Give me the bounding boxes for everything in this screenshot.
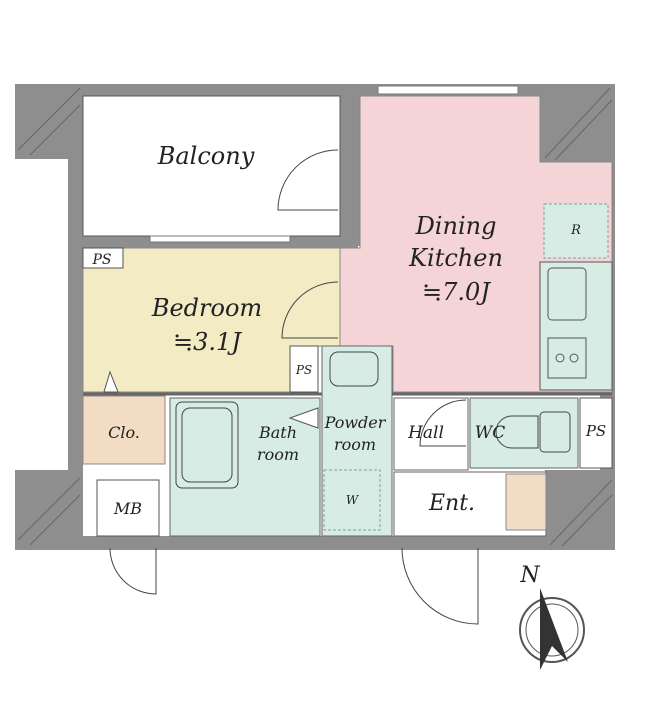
- hall-area: [393, 397, 469, 471]
- entrance-label: Ent.: [428, 491, 475, 516]
- bedroom-label: Bedroom: [151, 294, 262, 322]
- balcony-window: [149, 235, 291, 243]
- bath-room-label: Bath: [258, 423, 297, 442]
- ps-bath-label: PS: [295, 363, 312, 377]
- north-arrow-icon: [540, 588, 568, 670]
- meter-box: [96, 479, 160, 537]
- meter-box-label: MB: [113, 499, 142, 518]
- pillar-hatching: [17, 87, 613, 547]
- dining-kitchen-label: Kitchen: [408, 244, 503, 272]
- powder-room-label: room: [334, 435, 376, 454]
- entrance-door-swing: [401, 547, 479, 625]
- bedroom-size: ≒3.1J: [173, 328, 242, 356]
- kitchen-stove: [547, 337, 587, 379]
- toilet-tank: [539, 411, 571, 453]
- compass: [519, 588, 585, 670]
- shoe-cabinet: [505, 473, 547, 531]
- ps-bedroom-label: PS: [91, 252, 111, 268]
- compass-north-label: N: [519, 563, 540, 588]
- ps-box-wc: [579, 397, 613, 469]
- washer-label: W: [346, 493, 360, 507]
- bath-door-marker: [288, 407, 319, 429]
- bath-room-label: room: [257, 445, 299, 464]
- balcony-door-swing: [277, 149, 339, 211]
- dining-kitchen-size: ≒7.0J: [422, 278, 491, 306]
- washbasin: [329, 351, 379, 387]
- washer-space: [323, 469, 381, 531]
- balcony-label: Balcony: [157, 142, 255, 170]
- stove-burner: [569, 353, 579, 363]
- bathtub-inner: [181, 407, 233, 483]
- closet-label: Clo.: [108, 423, 140, 442]
- refrigerator-label: R: [570, 223, 581, 238]
- stove-burner: [555, 353, 565, 363]
- ps-box-bedroom: [82, 247, 124, 269]
- hall-label: Hall: [407, 423, 444, 443]
- kitchen-sink: [547, 267, 587, 321]
- hall-door-swing: [419, 399, 467, 447]
- closet-area: [82, 395, 166, 465]
- refrigerator-space: [543, 203, 609, 259]
- bedroom-door-swing: [281, 281, 339, 339]
- toilet-bowl: [495, 415, 539, 449]
- kitchen-window: [377, 85, 519, 95]
- closet-door-marker: [103, 370, 119, 393]
- ps-wc-label: PS: [585, 422, 606, 440]
- meter-box-door-swing: [109, 547, 157, 595]
- ps-box-bath: [289, 345, 319, 393]
- wc-label: WC: [475, 423, 505, 443]
- dining-kitchen-label: Dining: [415, 212, 497, 240]
- powder-room-label: Powder: [324, 413, 387, 432]
